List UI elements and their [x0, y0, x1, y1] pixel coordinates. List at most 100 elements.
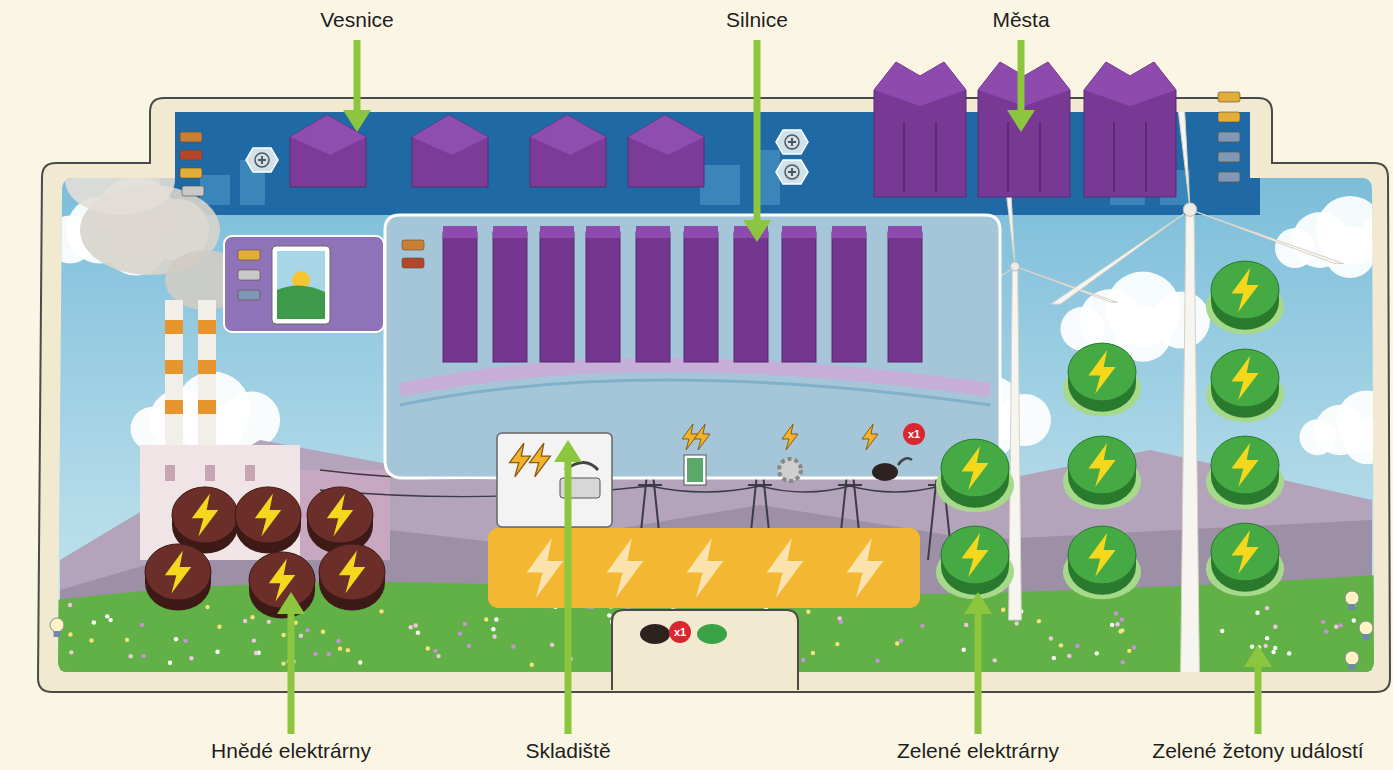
- green-power-plant: [936, 526, 1014, 599]
- road-side: [493, 232, 527, 362]
- flower-dot: [467, 644, 471, 648]
- city-side: [874, 62, 966, 197]
- green-event-token: [1206, 261, 1284, 334]
- token-top: [235, 487, 301, 543]
- token-top: [249, 552, 315, 608]
- arrow-icon: [898, 458, 912, 465]
- flower-dot: [1059, 643, 1063, 647]
- green-power-plant: [936, 439, 1014, 512]
- flower-dot: [811, 651, 815, 655]
- resource-icon: [402, 240, 424, 250]
- arrow-head: [1244, 645, 1272, 667]
- road-piece: [832, 226, 866, 362]
- flower-dot: [895, 641, 899, 645]
- flower-dot: [168, 661, 172, 665]
- flower-dot: [1120, 628, 1124, 632]
- energy-slot: [527, 538, 564, 598]
- city-piece: [874, 62, 966, 197]
- flower-dot: [105, 614, 109, 618]
- flower-dot: [426, 646, 430, 650]
- road-side: [443, 232, 477, 362]
- flower-dot: [413, 623, 417, 627]
- cloud: [1275, 196, 1393, 278]
- resource-icon: [180, 168, 202, 178]
- flower-dot: [1250, 644, 1254, 648]
- road-side: [832, 232, 866, 362]
- village-top: [530, 115, 606, 155]
- brown-power-plant: [249, 552, 315, 619]
- light-bulb-icon: [1359, 621, 1373, 640]
- road-side: [888, 232, 922, 362]
- flower-dot: [1075, 644, 1079, 648]
- flower-dot: [1114, 611, 1118, 615]
- chimney-stripe: [165, 400, 183, 414]
- bulb-base: [54, 631, 61, 637]
- flower-dot: [1273, 646, 1277, 650]
- bulb-base: [1349, 604, 1356, 610]
- token-top: [1068, 343, 1136, 401]
- green-token-icon: [697, 624, 727, 644]
- flower-dot: [1255, 611, 1259, 615]
- road-piece: [888, 226, 922, 362]
- road-side: [636, 232, 670, 362]
- callout-label: Zelené elektrárny: [897, 739, 1059, 762]
- flower-dot: [494, 617, 498, 621]
- city-top: [874, 62, 966, 106]
- flower-dot: [89, 638, 93, 642]
- resource-icon: [1218, 132, 1240, 142]
- callout-arrow: [554, 440, 582, 734]
- power-wire: [320, 486, 940, 497]
- plus-tile-icon: [246, 148, 278, 172]
- light-bulb-icon: [50, 618, 64, 637]
- flower-dot: [1321, 620, 1325, 624]
- lightning-icon: [1231, 356, 1258, 400]
- bulb-glass: [1345, 591, 1359, 605]
- flower-dot: [491, 627, 495, 631]
- road-top: [443, 226, 477, 238]
- turbine-hub: [1011, 262, 1020, 271]
- token-top: [307, 487, 373, 543]
- lightning-icon: [530, 443, 551, 477]
- road-piece: [493, 226, 527, 362]
- flower-dot: [409, 625, 413, 629]
- road-top: [782, 226, 816, 238]
- flower-dot: [1067, 654, 1071, 658]
- plus-tile: [776, 130, 808, 154]
- flower-dot: [68, 603, 72, 607]
- callout-arrow: [1007, 40, 1035, 132]
- light-bulb-icon: [1345, 651, 1359, 670]
- resource-icon: [1218, 152, 1240, 162]
- flower-dot: [250, 615, 254, 619]
- flower-dot: [281, 633, 285, 637]
- lightning-icon: [1088, 443, 1115, 487]
- flower-dot: [305, 628, 309, 632]
- village-piece: [628, 115, 704, 187]
- energy-track: [488, 528, 920, 608]
- city-top: [1084, 62, 1176, 106]
- card-art: [687, 458, 703, 482]
- bulb-glass: [1359, 621, 1373, 635]
- green-power-plant: [1063, 436, 1141, 509]
- flower-dot: [217, 625, 221, 629]
- token-top: [1211, 523, 1279, 581]
- arrow-head: [343, 110, 371, 132]
- flower-dot: [801, 658, 805, 662]
- resource-icon: [180, 132, 202, 142]
- arrow-head: [277, 592, 305, 614]
- multiplier-circle: [903, 423, 925, 445]
- callout-label: Hnědé elektrárny: [211, 739, 371, 762]
- wind-turbine: [1051, 61, 1344, 680]
- board-scene: [0, 61, 1393, 700]
- lightning-icon: [1231, 443, 1258, 487]
- road-piece: [586, 226, 620, 362]
- flower-dot: [835, 642, 839, 646]
- village-side: [530, 115, 606, 187]
- arrow-shaft: [354, 40, 361, 110]
- flower-dot: [215, 649, 219, 653]
- plus-ring: [785, 165, 799, 179]
- flower-dot: [920, 624, 924, 628]
- flower-dot: [433, 649, 437, 653]
- flower-dot: [1334, 625, 1338, 629]
- city-groove: [1114, 122, 1146, 192]
- lightning-icon: [862, 424, 878, 450]
